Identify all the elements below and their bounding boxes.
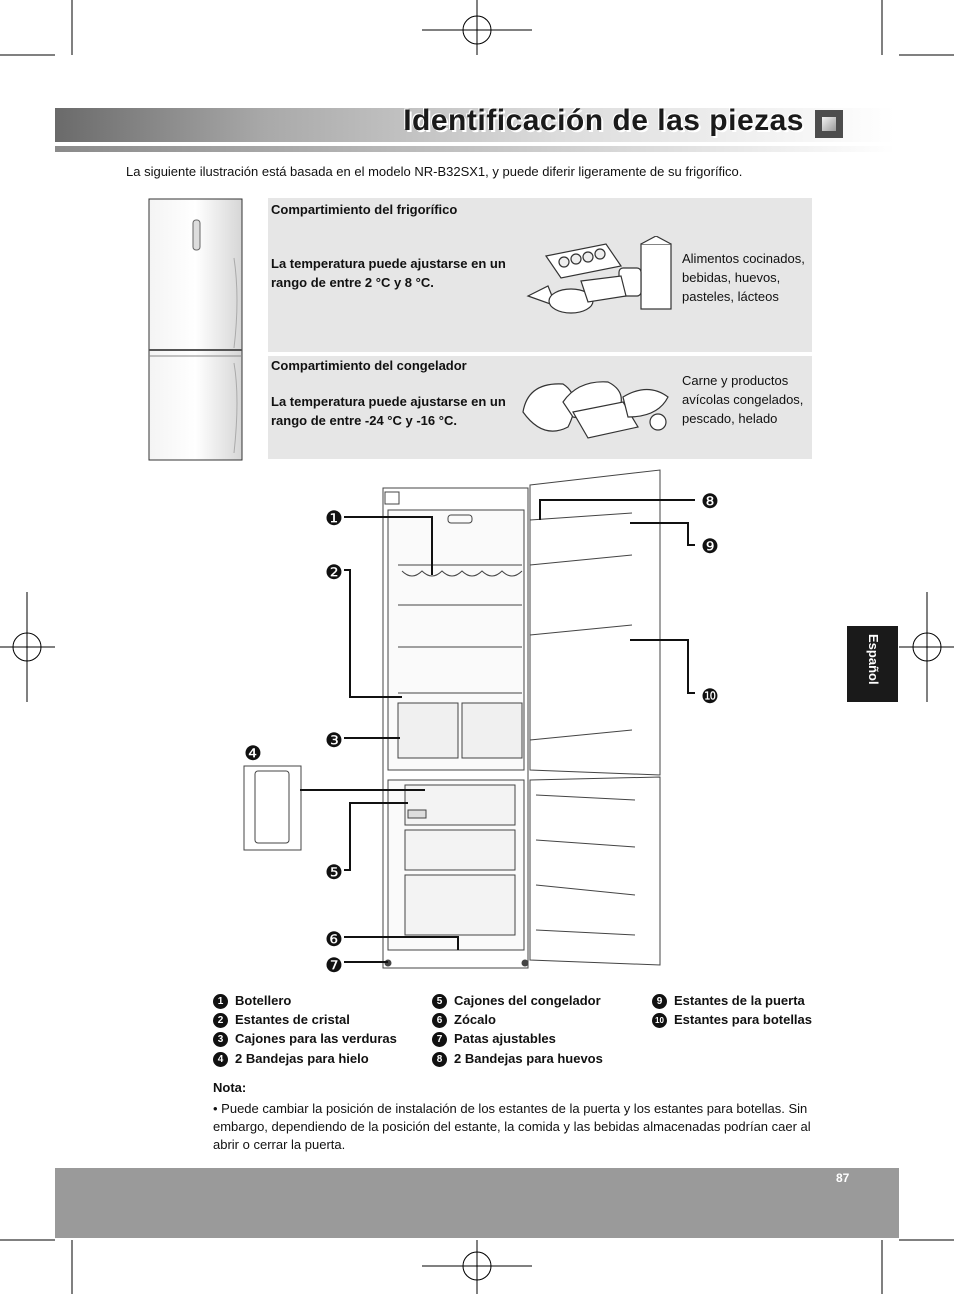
callout-3: ❸ [325,730,343,752]
food-illustration [526,236,672,314]
language-tab-label: Español [866,634,881,685]
callout-1: ❶ [325,508,343,530]
callout-10: ❿ [701,686,719,708]
freezer-compartment-title: Compartimiento del congelador [271,358,467,373]
callout-7: ❼ [325,955,343,977]
callout-5: ❺ [325,862,343,884]
title-underline [55,146,895,152]
open-fridge-diagram [243,469,695,969]
freezer-temperature-range: La temperatura puede ajustarse en un ran… [271,394,506,428]
page-number: 87 [836,1171,850,1185]
fridge-compartment-panel [268,198,812,352]
title-band [55,108,895,142]
note-text: • Puede cambiar la posición de instalaci… [213,1101,811,1152]
language-tab: Español [847,626,898,702]
callout-4: ❹ [244,743,262,765]
fridge-closed-illustration [148,198,243,461]
footer-band [55,1168,899,1238]
fridge-compartment-title: Compartimiento del frigorífico [271,202,458,217]
callout-9: ❾ [701,536,719,558]
note-heading: Nota: [213,1080,247,1095]
callout-6: ❻ [325,929,343,951]
intro-text: La siguiente ilustración está basada en … [126,164,743,179]
page-title: Identificación de las piezas [403,104,804,137]
frozen-food-illustration [522,381,669,439]
fridge-temperature-range: La temperatura puede ajustarse en un ran… [271,256,506,290]
fridge-contents: Alimentos cocinados, bebidas, huevos, pa… [682,251,805,304]
freezer-contents: Carne y productos avícolas congelados, p… [682,373,804,426]
title-square-icon [815,110,843,138]
callout-8: ❽ [701,491,719,513]
callout-2: ❷ [325,562,343,584]
